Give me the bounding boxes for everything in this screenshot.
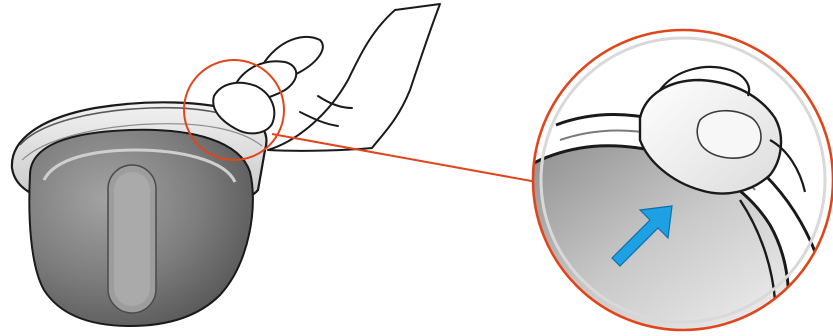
magnified-fingernail [697,111,761,158]
hand [213,4,440,151]
magnified-detail [520,30,833,336]
dome-camera [12,102,267,326]
zoom-leader-line [272,134,537,182]
camera-lens-slot-shade [114,172,150,306]
